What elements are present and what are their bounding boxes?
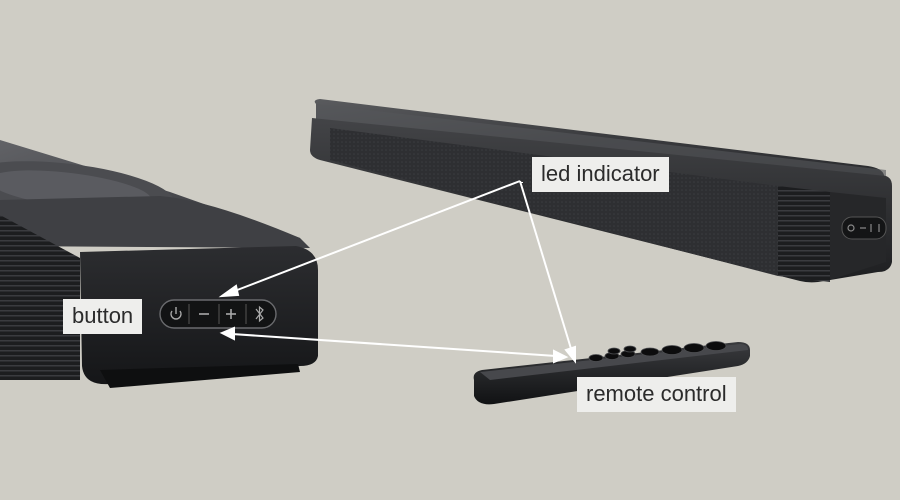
- soundbar-left: [0, 140, 318, 388]
- soundbar-right: [310, 99, 892, 283]
- callout-arrows: [218, 180, 576, 364]
- button-label: button: [63, 299, 143, 334]
- plus-icon: [226, 309, 236, 319]
- remote-control-label: remote control: [577, 377, 736, 412]
- remote-control: [473, 341, 750, 405]
- front-button-panel: [159, 299, 277, 329]
- led-indicator-label: led indicator: [532, 157, 669, 192]
- bluetooth-icon: [255, 305, 264, 323]
- power-icon: [170, 307, 182, 320]
